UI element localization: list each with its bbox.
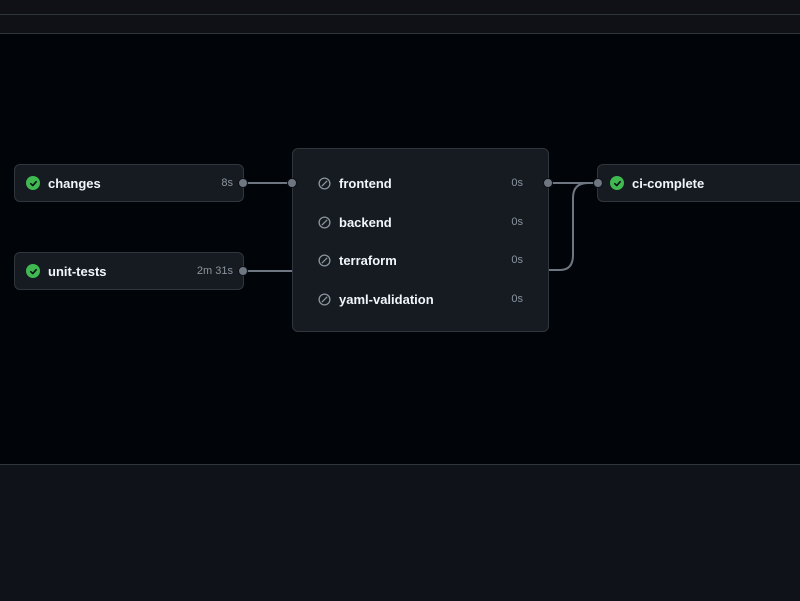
job-name: terraform [339, 252, 397, 268]
skipped-icon [318, 292, 331, 306]
job-frontend[interactable]: frontend 0s [293, 168, 548, 198]
top-bar [0, 0, 800, 15]
matrix-job-group: frontend 0s backend 0s terraform 0s yaml… [292, 148, 549, 332]
job-ci-complete[interactable]: ci-complete [597, 164, 800, 202]
job-duration: 0s [511, 177, 523, 189]
job-terraform[interactable]: terraform 0s [293, 245, 548, 275]
job-duration: 8s [221, 177, 233, 189]
job-yaml-validation[interactable]: yaml-validation 0s [293, 284, 548, 314]
footer-panel [0, 464, 800, 601]
connector-handle[interactable] [287, 178, 297, 188]
check-circle-icon [610, 176, 624, 190]
job-name: unit-tests [48, 263, 107, 279]
job-name: changes [48, 175, 101, 191]
connector-handle[interactable] [238, 266, 248, 276]
sub-bar [0, 15, 800, 34]
job-duration: 0s [511, 254, 523, 266]
connector-handle[interactable] [238, 178, 248, 188]
job-name: ci-complete [632, 175, 705, 191]
job-changes[interactable]: changes 8s [14, 164, 244, 202]
job-backend[interactable]: backend 0s [293, 207, 548, 237]
job-name: frontend [339, 175, 392, 191]
job-duration: 0s [511, 293, 523, 305]
job-duration: 2m 31s [196, 265, 233, 277]
job-name: yaml-validation [339, 291, 434, 307]
check-circle-icon [26, 176, 40, 190]
connector-handle[interactable] [593, 178, 603, 188]
job-duration: 0s [511, 216, 523, 228]
connector-handle[interactable] [543, 178, 553, 188]
check-circle-icon [26, 264, 40, 278]
job-unit-tests[interactable]: unit-tests 2m 31s [14, 252, 244, 290]
job-name: backend [339, 214, 392, 230]
skipped-icon [318, 176, 331, 190]
skipped-icon [318, 253, 331, 267]
skipped-icon [318, 215, 331, 229]
